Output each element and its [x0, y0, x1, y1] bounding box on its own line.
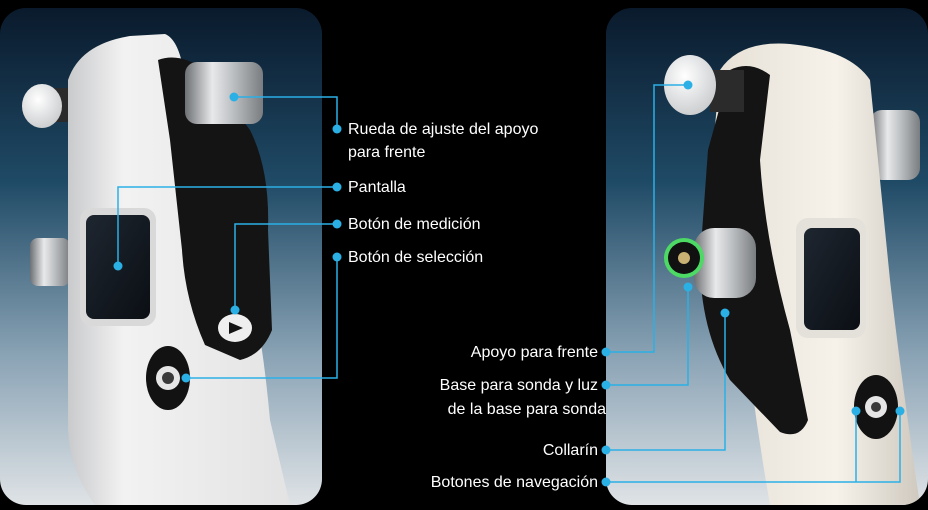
label-nav-buttons: Botones de navegación: [430, 474, 598, 491]
callout-line-measure: [234, 223, 337, 310]
label-forehead-wheel-line2: para frente: [348, 144, 426, 161]
right-screen: [804, 228, 860, 330]
callout-line-probe: [606, 287, 689, 386]
nav-center-dot: [871, 402, 881, 412]
forehead-adjust-wheel: [185, 62, 263, 124]
callout-line-forehead: [606, 84, 688, 353]
callout-dot-select-start: [181, 373, 191, 383]
callout-dot-nav-left: [851, 406, 861, 416]
label-measure-button: Botón de medición: [348, 216, 481, 233]
callout-line-nav: [606, 413, 901, 483]
label-forehead-wheel-line1: Rueda de ajuste del apoyo: [348, 121, 539, 138]
label-probe-base-line1: Base para sonda y luz: [439, 377, 598, 394]
right-callout-lines: [606, 84, 901, 483]
callout-dot-wheel-start: [229, 92, 239, 102]
left-callout-dots: [113, 92, 342, 383]
label-screen: Pantalla: [348, 179, 406, 196]
callout-line-select: [186, 257, 338, 379]
left-device-panel: [0, 8, 322, 505]
callout-dot-forehead: [601, 347, 611, 357]
forehead-rest-stem: [710, 70, 744, 112]
callout-line-wheel: [234, 96, 338, 129]
label-select-button: Botón de selección: [348, 249, 484, 266]
callout-dot-screen: [332, 182, 342, 192]
callout-dot-collar: [601, 445, 611, 455]
callout-dot-wheel: [332, 124, 342, 134]
select-button-center: [162, 372, 174, 384]
label-collar: Collarín: [542, 442, 598, 459]
callout-dot-forehead-end: [683, 80, 693, 90]
right-callout-dots: [601, 80, 905, 487]
callout-line-collar: [606, 313, 726, 451]
left-callout-lines: [117, 96, 338, 379]
collar: [694, 228, 756, 298]
callout-dot-nav-right: [895, 406, 905, 416]
callout-dot-select: [332, 252, 342, 262]
left-side-knob: [30, 238, 70, 286]
callout-dot-screen-start: [113, 261, 123, 271]
label-probe-base-line2: de la base para sonda: [447, 401, 606, 418]
callout-dot-probe-end: [683, 282, 693, 292]
left-rear-knob: [22, 84, 62, 128]
callout-dot-measure: [332, 219, 342, 229]
left-device-body: [68, 34, 290, 505]
left-dark-panel: [158, 57, 272, 361]
right-side-knob: [870, 110, 920, 180]
callout-dot-nav: [601, 477, 611, 487]
measure-button-icon: [229, 322, 243, 334]
right-device-panel: [606, 8, 928, 505]
callout-dot-collar-end: [720, 308, 730, 318]
label-forehead-rest: Apoyo para frente: [470, 344, 598, 361]
callout-line-screen: [117, 186, 337, 266]
callout-dot-measure-start: [230, 305, 240, 315]
probe-base-contact: [678, 252, 690, 264]
callout-dot-probe: [601, 380, 611, 390]
